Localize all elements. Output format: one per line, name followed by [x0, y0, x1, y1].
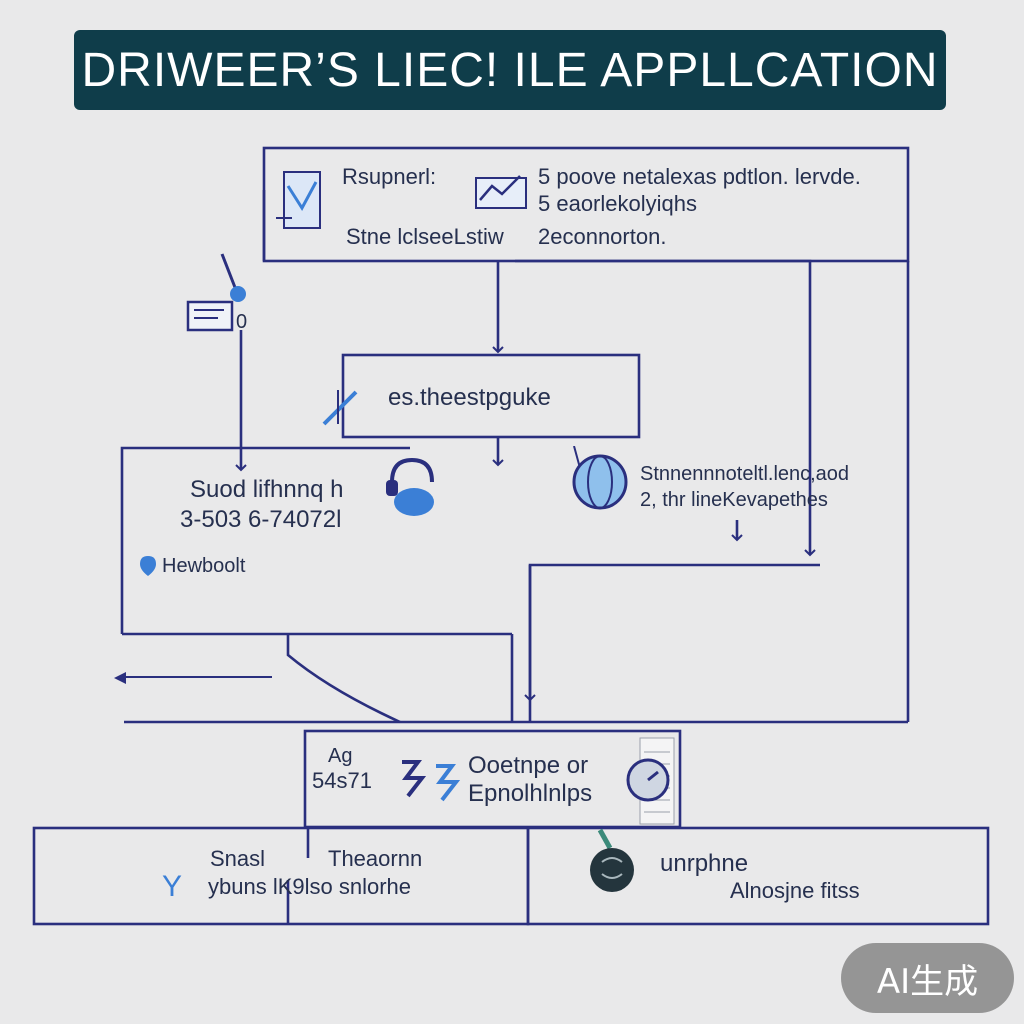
ai-generated-watermark: AI生成: [841, 943, 1014, 1013]
user-icon: Y: [162, 870, 182, 903]
right-panel: [528, 563, 820, 722]
right-note-line-2: 2, thr lineKevapethes: [640, 489, 828, 511]
top-box-line-3: 2econnorton.: [538, 224, 667, 249]
top-box-label-2: Stne lclseeLstiw: [346, 224, 504, 249]
bottom-right-line-2: Alnosjne fitss: [730, 878, 860, 903]
middle-box-text: es.theestpguke: [388, 384, 551, 411]
arrow-tail-icon: [114, 672, 126, 684]
clock-icon: [626, 758, 670, 802]
title-banner: DRIWEER’S LIEC! ILE APPLLCATION: [74, 30, 946, 110]
step-box-line-1: Ooetnpe or: [468, 752, 589, 779]
chart-icon: [475, 175, 527, 209]
top-box-label-1: Rsupnerl:: [342, 164, 437, 189]
bars-icon: [402, 760, 461, 802]
top-box-line-2: 5 eaorlekolyiqhs: [538, 191, 697, 216]
right-note-line-1: Stnnennnoteltl.lenc,aod: [640, 463, 850, 485]
watermark-text: AI生成: [876, 961, 979, 1002]
pen-icon: [322, 390, 358, 426]
bottom-left-line: ybuns lK9lso snlorhe: [208, 874, 412, 899]
pin-icon: [140, 556, 156, 576]
globe-icon: [572, 446, 628, 510]
bottom-left-label-2: Theaornn: [328, 846, 423, 871]
left-box: [120, 446, 410, 634]
left-box-link[interactable]: Hewboolt: [162, 555, 246, 577]
bottom-right-box: [526, 826, 990, 926]
envelope-icon: 0: [186, 253, 247, 333]
step-box-line-2: Epnolhlnlps: [468, 780, 593, 807]
headset-icon: [386, 457, 434, 516]
bottom-right-line-1: unrphne: [660, 850, 749, 877]
middle-box: [341, 353, 641, 439]
left-box-label: Suod lifhnnq h: [190, 476, 344, 503]
left-box-phone: 3-503 6-74072l: [180, 506, 342, 533]
step-box-label: Ag: [328, 745, 353, 767]
svg-text:0: 0: [236, 311, 247, 333]
bottom-left-label-1: Snasl: [210, 846, 266, 871]
curved-connector: [286, 634, 401, 724]
top-box-line-1: 5 poove netalexas pdtlon. lervde.: [538, 164, 861, 189]
user-icon-letter: Y: [162, 870, 182, 903]
diagram-title: DRIWEER’S LIEC! ILE APPLLCATION: [81, 43, 939, 97]
microphone-icon: [590, 828, 634, 892]
step-box-code: 54s71: [312, 768, 372, 793]
connector-right-outer: [515, 259, 816, 557]
document-icon: [276, 171, 321, 229]
